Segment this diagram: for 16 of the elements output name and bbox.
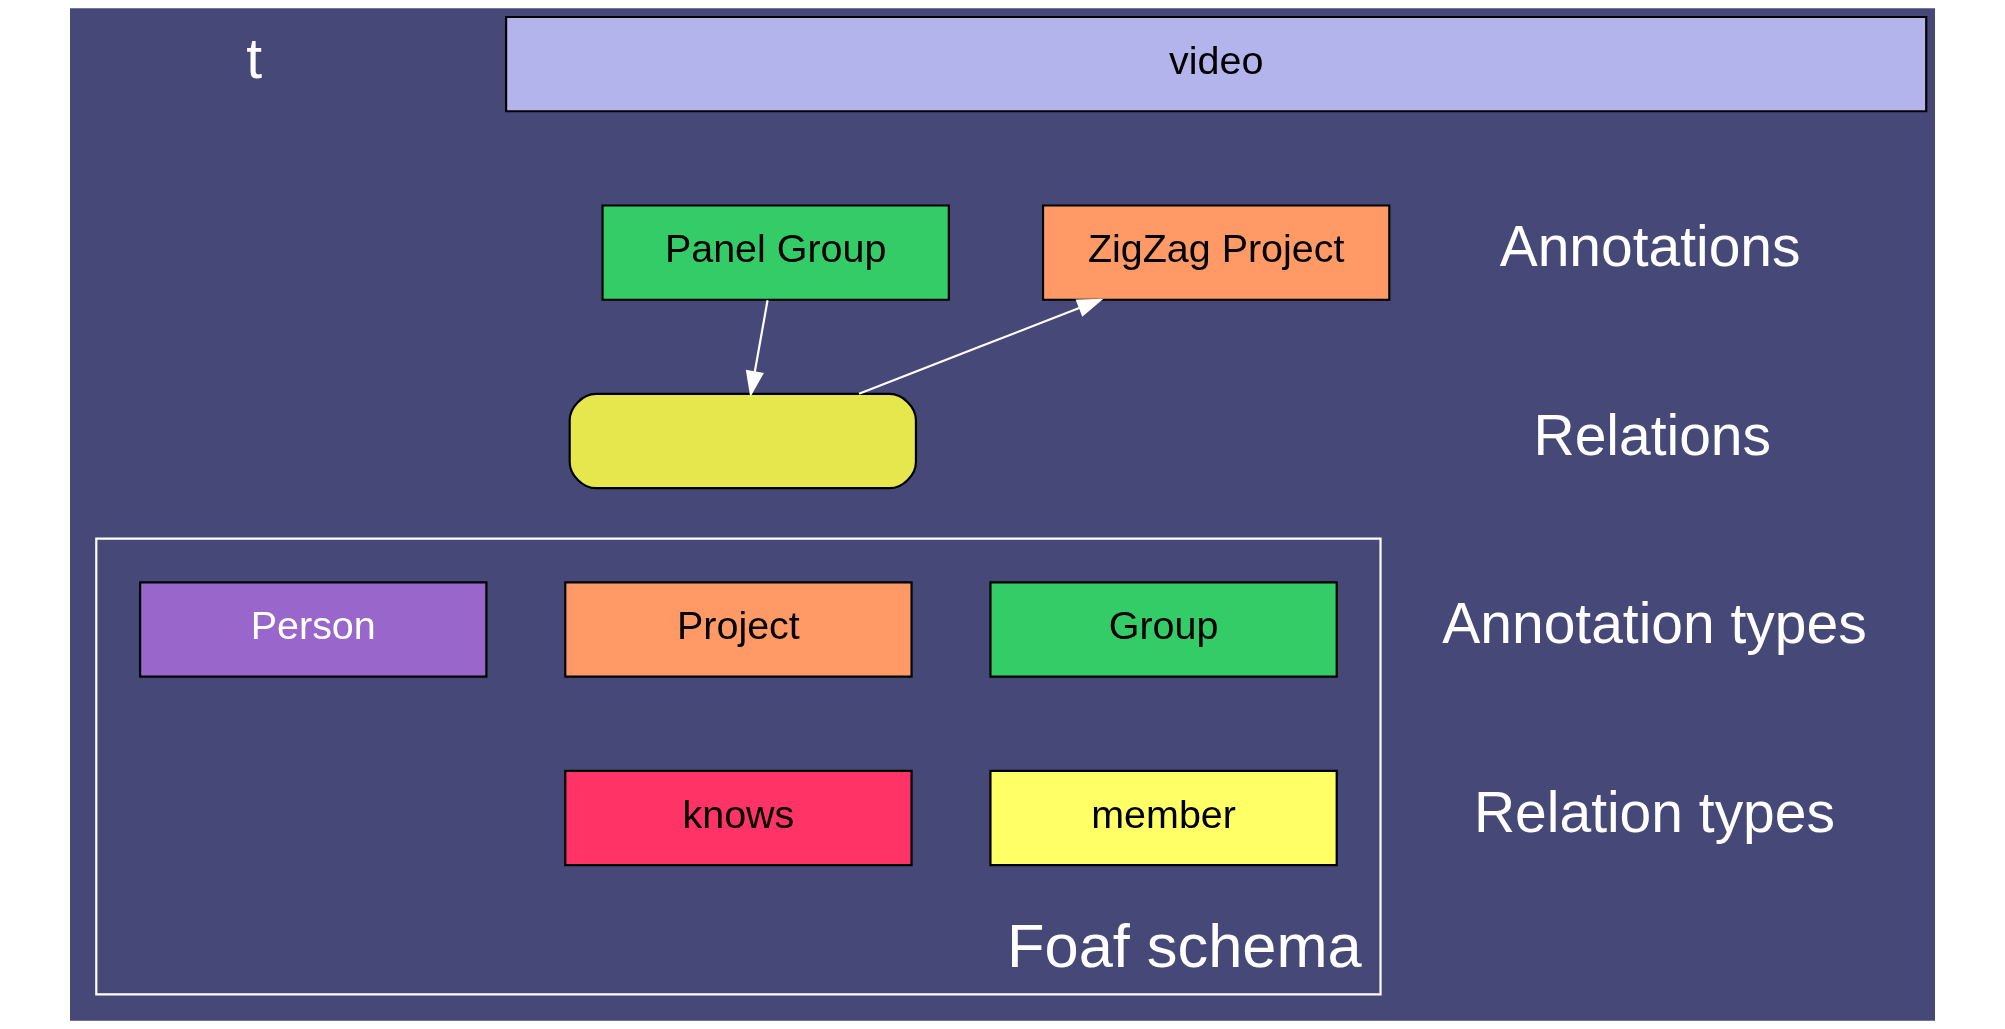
arrow: [745, 300, 769, 398]
node-box: ZigZag Project: [1041, 204, 1391, 301]
node-box: knows: [564, 769, 913, 867]
label: Annotations: [1499, 214, 1801, 279]
node-box: Group: [989, 581, 1338, 678]
node-box: Project: [564, 581, 913, 678]
node-box: video: [505, 15, 1928, 113]
node-box: Panel Group: [601, 204, 950, 301]
node-box: Person: [139, 581, 488, 678]
node-box: [568, 392, 918, 490]
arrow: [858, 298, 1104, 395]
label: Relation types: [1473, 779, 1835, 844]
node-box: member: [989, 769, 1338, 867]
label: Annotation types: [1442, 591, 1867, 656]
label: Relations: [1533, 402, 1772, 467]
label: t: [246, 25, 262, 90]
